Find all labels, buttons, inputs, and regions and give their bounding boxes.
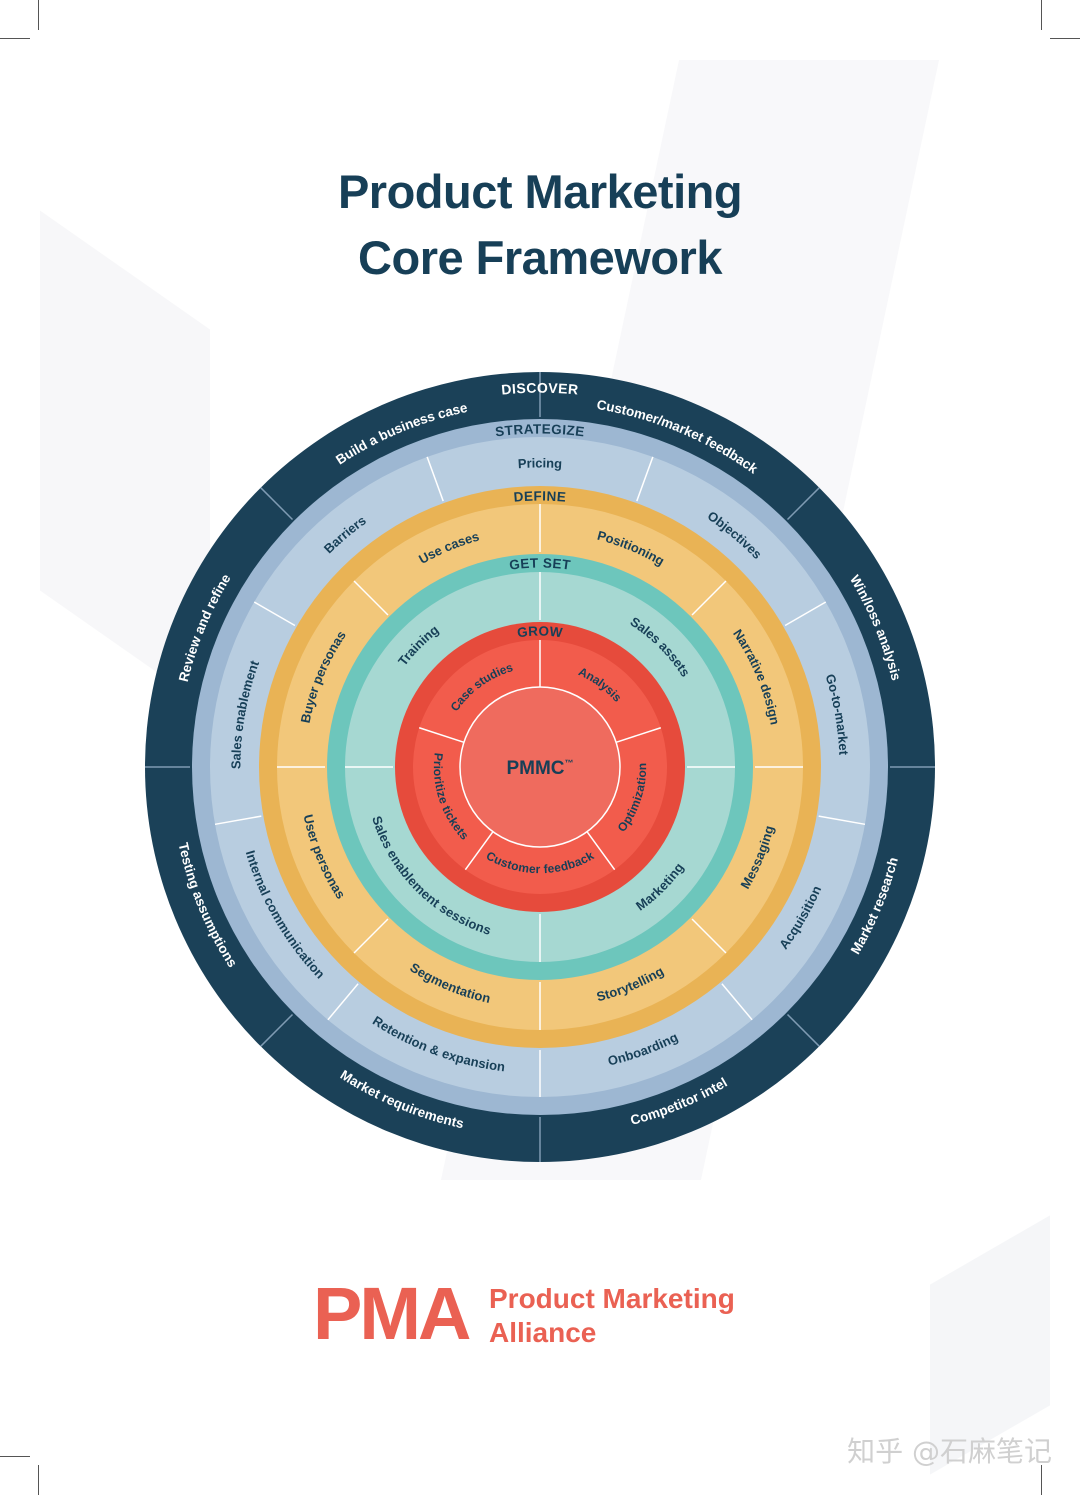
segment-divider	[636, 456, 654, 502]
segment-divider	[253, 601, 296, 627]
title-line-1: Product Marketing	[337, 165, 743, 219]
center-circle	[460, 687, 620, 847]
segment-divider	[784, 601, 827, 627]
pma-logo-text: Product Marketing Alliance	[489, 1282, 735, 1350]
segment-divider	[786, 487, 820, 521]
segment-divider	[615, 727, 662, 743]
watermark: 知乎 @石麻笔记	[847, 1435, 1052, 1468]
segment-divider	[586, 831, 616, 871]
crop-mark	[38, 1465, 39, 1495]
crop-mark	[1050, 38, 1080, 39]
logo-line-1: Product Marketing	[489, 1283, 735, 1314]
segment-divider	[327, 983, 359, 1021]
segment-divider	[691, 580, 727, 616]
segment-divider	[464, 831, 494, 871]
segment-divider	[691, 918, 727, 954]
strategize-item-label: Pricing	[517, 455, 562, 471]
segment-divider	[418, 727, 465, 743]
crop-mark	[0, 1456, 30, 1457]
segment-divider	[260, 487, 294, 521]
segment-divider	[260, 1013, 294, 1047]
crop-mark	[1041, 0, 1042, 30]
segment-divider	[721, 983, 753, 1021]
segment-divider	[818, 815, 866, 826]
logo-line-2: Alliance	[489, 1317, 597, 1348]
crop-mark	[0, 38, 30, 39]
center-label: PMMC™	[506, 758, 573, 779]
segment-divider	[426, 456, 444, 502]
segment-divider	[353, 580, 389, 616]
grow-label: GROW	[516, 623, 563, 640]
title-line-2: Core Framework	[358, 231, 722, 285]
pma-logo-mark: PMA	[313, 1272, 471, 1355]
define-label: DEFINE	[513, 489, 567, 505]
crop-mark	[1041, 1465, 1042, 1495]
pma-logo: PMA Product Marketing Alliance	[313, 1272, 783, 1355]
segment-divider	[353, 918, 389, 954]
crop-mark	[38, 0, 39, 30]
segment-divider	[786, 1013, 820, 1047]
strategize-label: STRATEGIZE	[494, 422, 585, 440]
page-title: Product Marketing Core Framework	[0, 159, 1080, 291]
discover-label: DISCOVER	[501, 380, 580, 398]
segment-divider	[214, 815, 262, 826]
getset-label: GET SET	[508, 556, 572, 573]
